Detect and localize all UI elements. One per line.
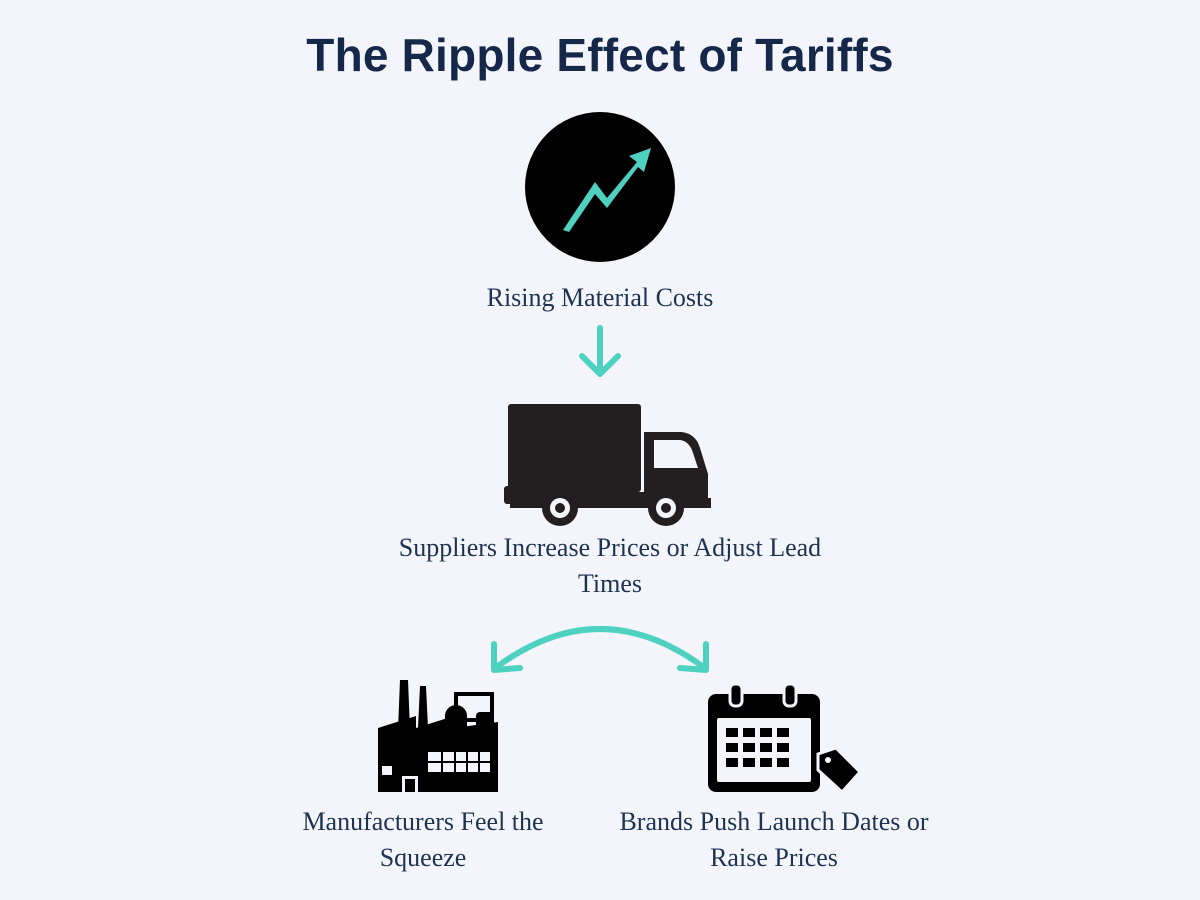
step-label-rising-costs: Rising Material Costs [486, 283, 714, 312]
calendar-tag-icon [708, 682, 863, 795]
step-label-suppliers: Suppliers Increase Prices or Adjust Lead… [398, 533, 822, 598]
step-label-brands: Brands Push Launch Dates or Raise Prices [619, 807, 929, 872]
factory-icon [378, 680, 498, 792]
curved-double-arrow-icon [491, 626, 709, 673]
trending-up-icon [525, 112, 675, 262]
step-label-manufacturers: Manufacturers Feel the Squeeze [302, 807, 544, 872]
truck-icon [504, 404, 711, 526]
page-title: The Ripple Effect of Tariffs [306, 29, 894, 81]
arrow-down-icon [579, 325, 621, 377]
